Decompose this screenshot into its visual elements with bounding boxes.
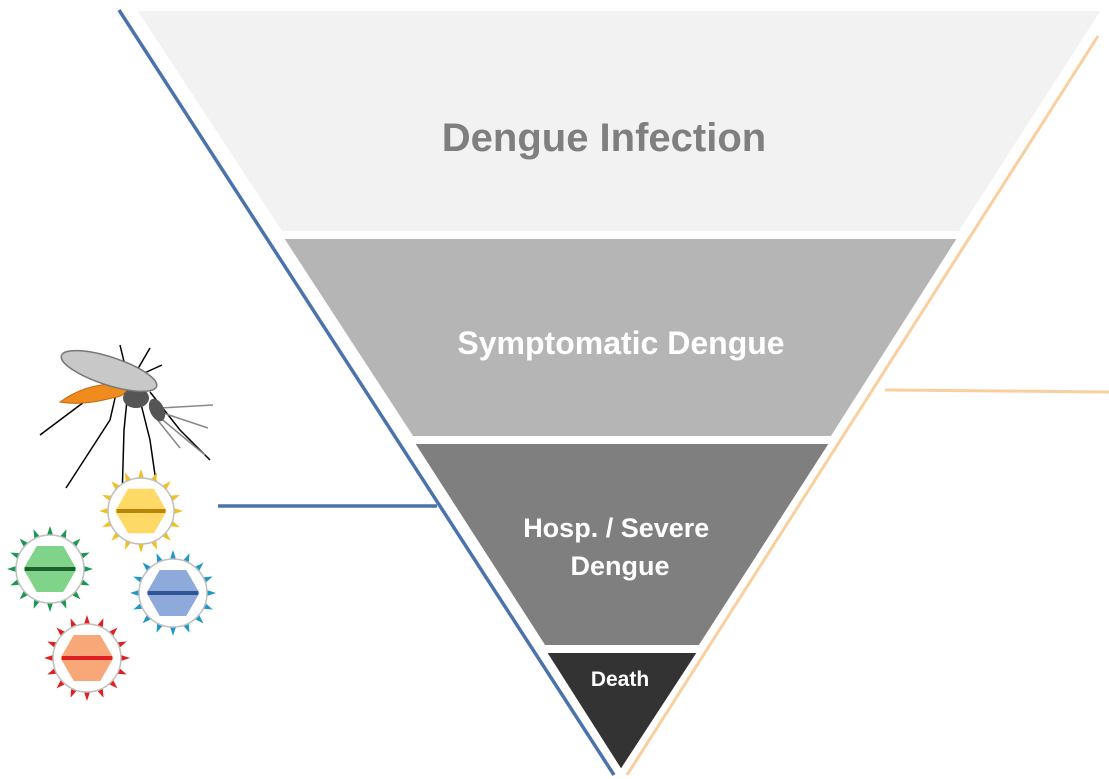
virion-yellow-icon [99, 469, 183, 553]
virion-genome [148, 591, 198, 595]
level-2-label: Symptomatic Dengue [457, 325, 784, 361]
level-4-label: Death [591, 668, 649, 691]
virion-genome [25, 567, 75, 571]
virion-genome [117, 509, 166, 513]
level-3-shape [412, 442, 832, 647]
level-3-label-line-1: Hosp. / Severe [523, 513, 709, 543]
right-horizontal-line [885, 390, 1109, 392]
level-3-label-line-2: Dengue [570, 551, 669, 581]
virion-genome [62, 656, 112, 660]
virion-green-icon [7, 526, 93, 612]
virion-blue-icon [130, 550, 216, 636]
level-1-label: Dengue Infection [442, 116, 766, 160]
virion-red-icon [44, 615, 130, 701]
